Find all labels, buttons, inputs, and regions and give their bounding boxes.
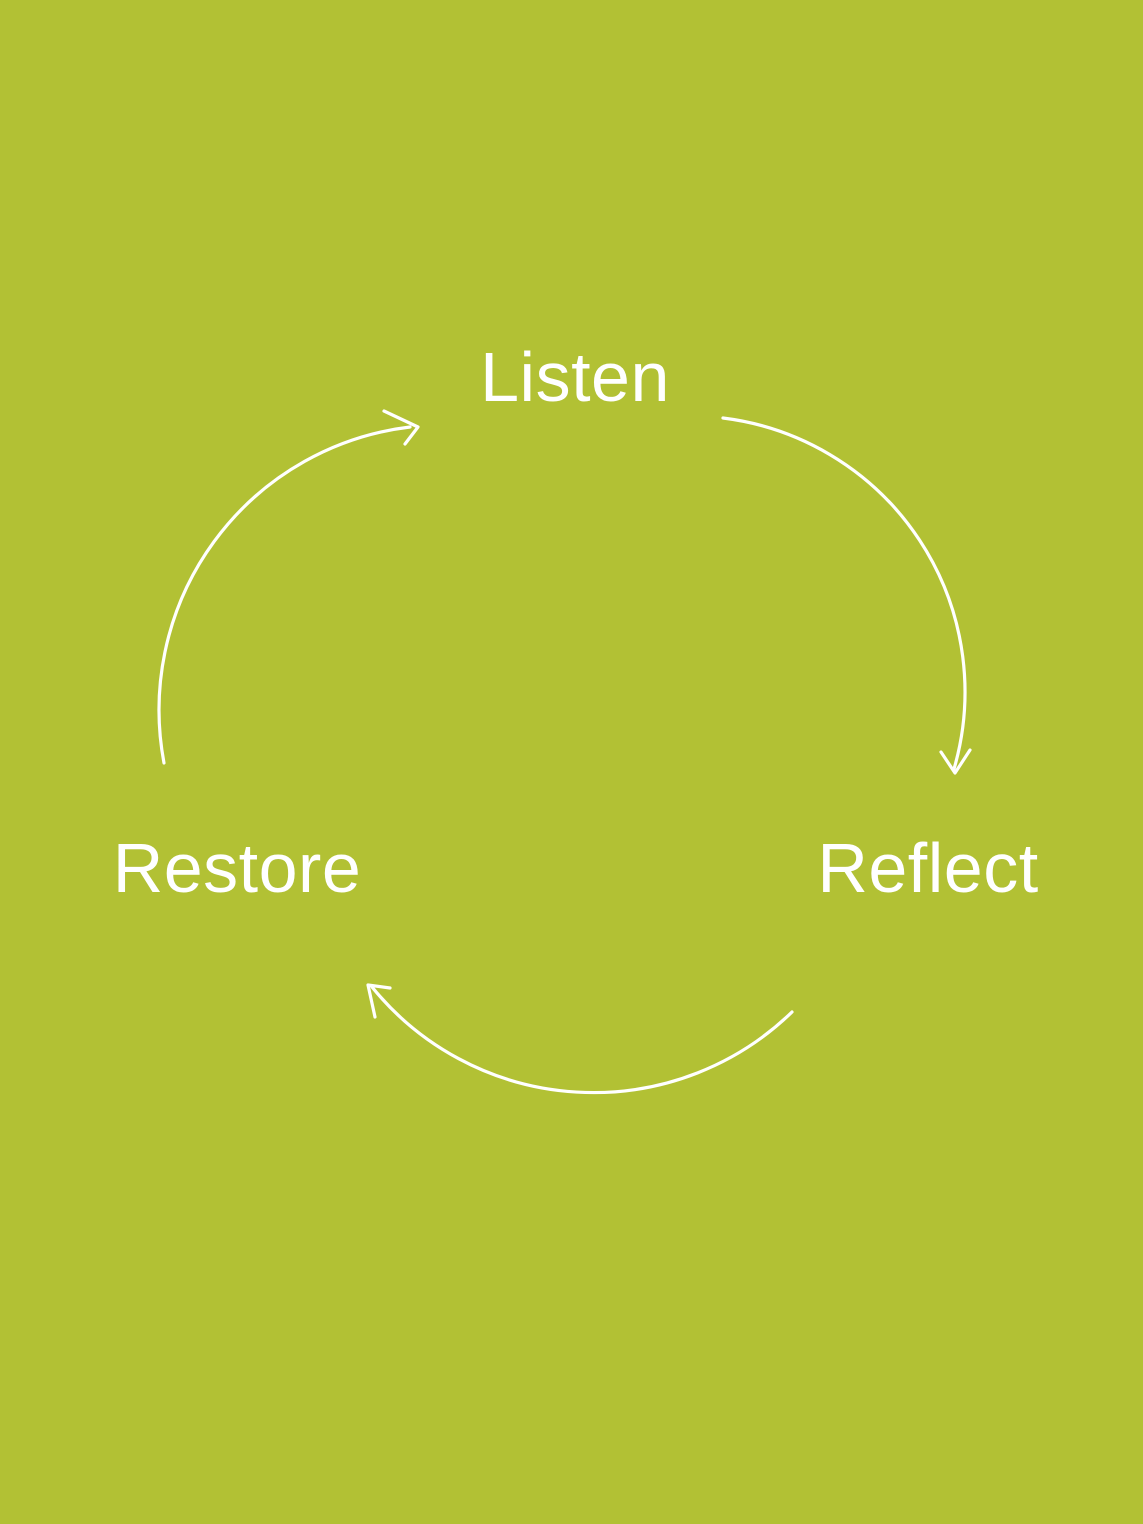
step-label-reflect: Reflect [817,829,1039,907]
step-label-restore: Restore [112,829,362,907]
arrow-restore-to-listen-icon [157,409,420,765]
arrow-listen-to-reflect-icon [721,416,972,775]
arrow-reflect-to-restore-icon [366,983,794,1095]
step-label-listen: Listen [480,338,670,416]
